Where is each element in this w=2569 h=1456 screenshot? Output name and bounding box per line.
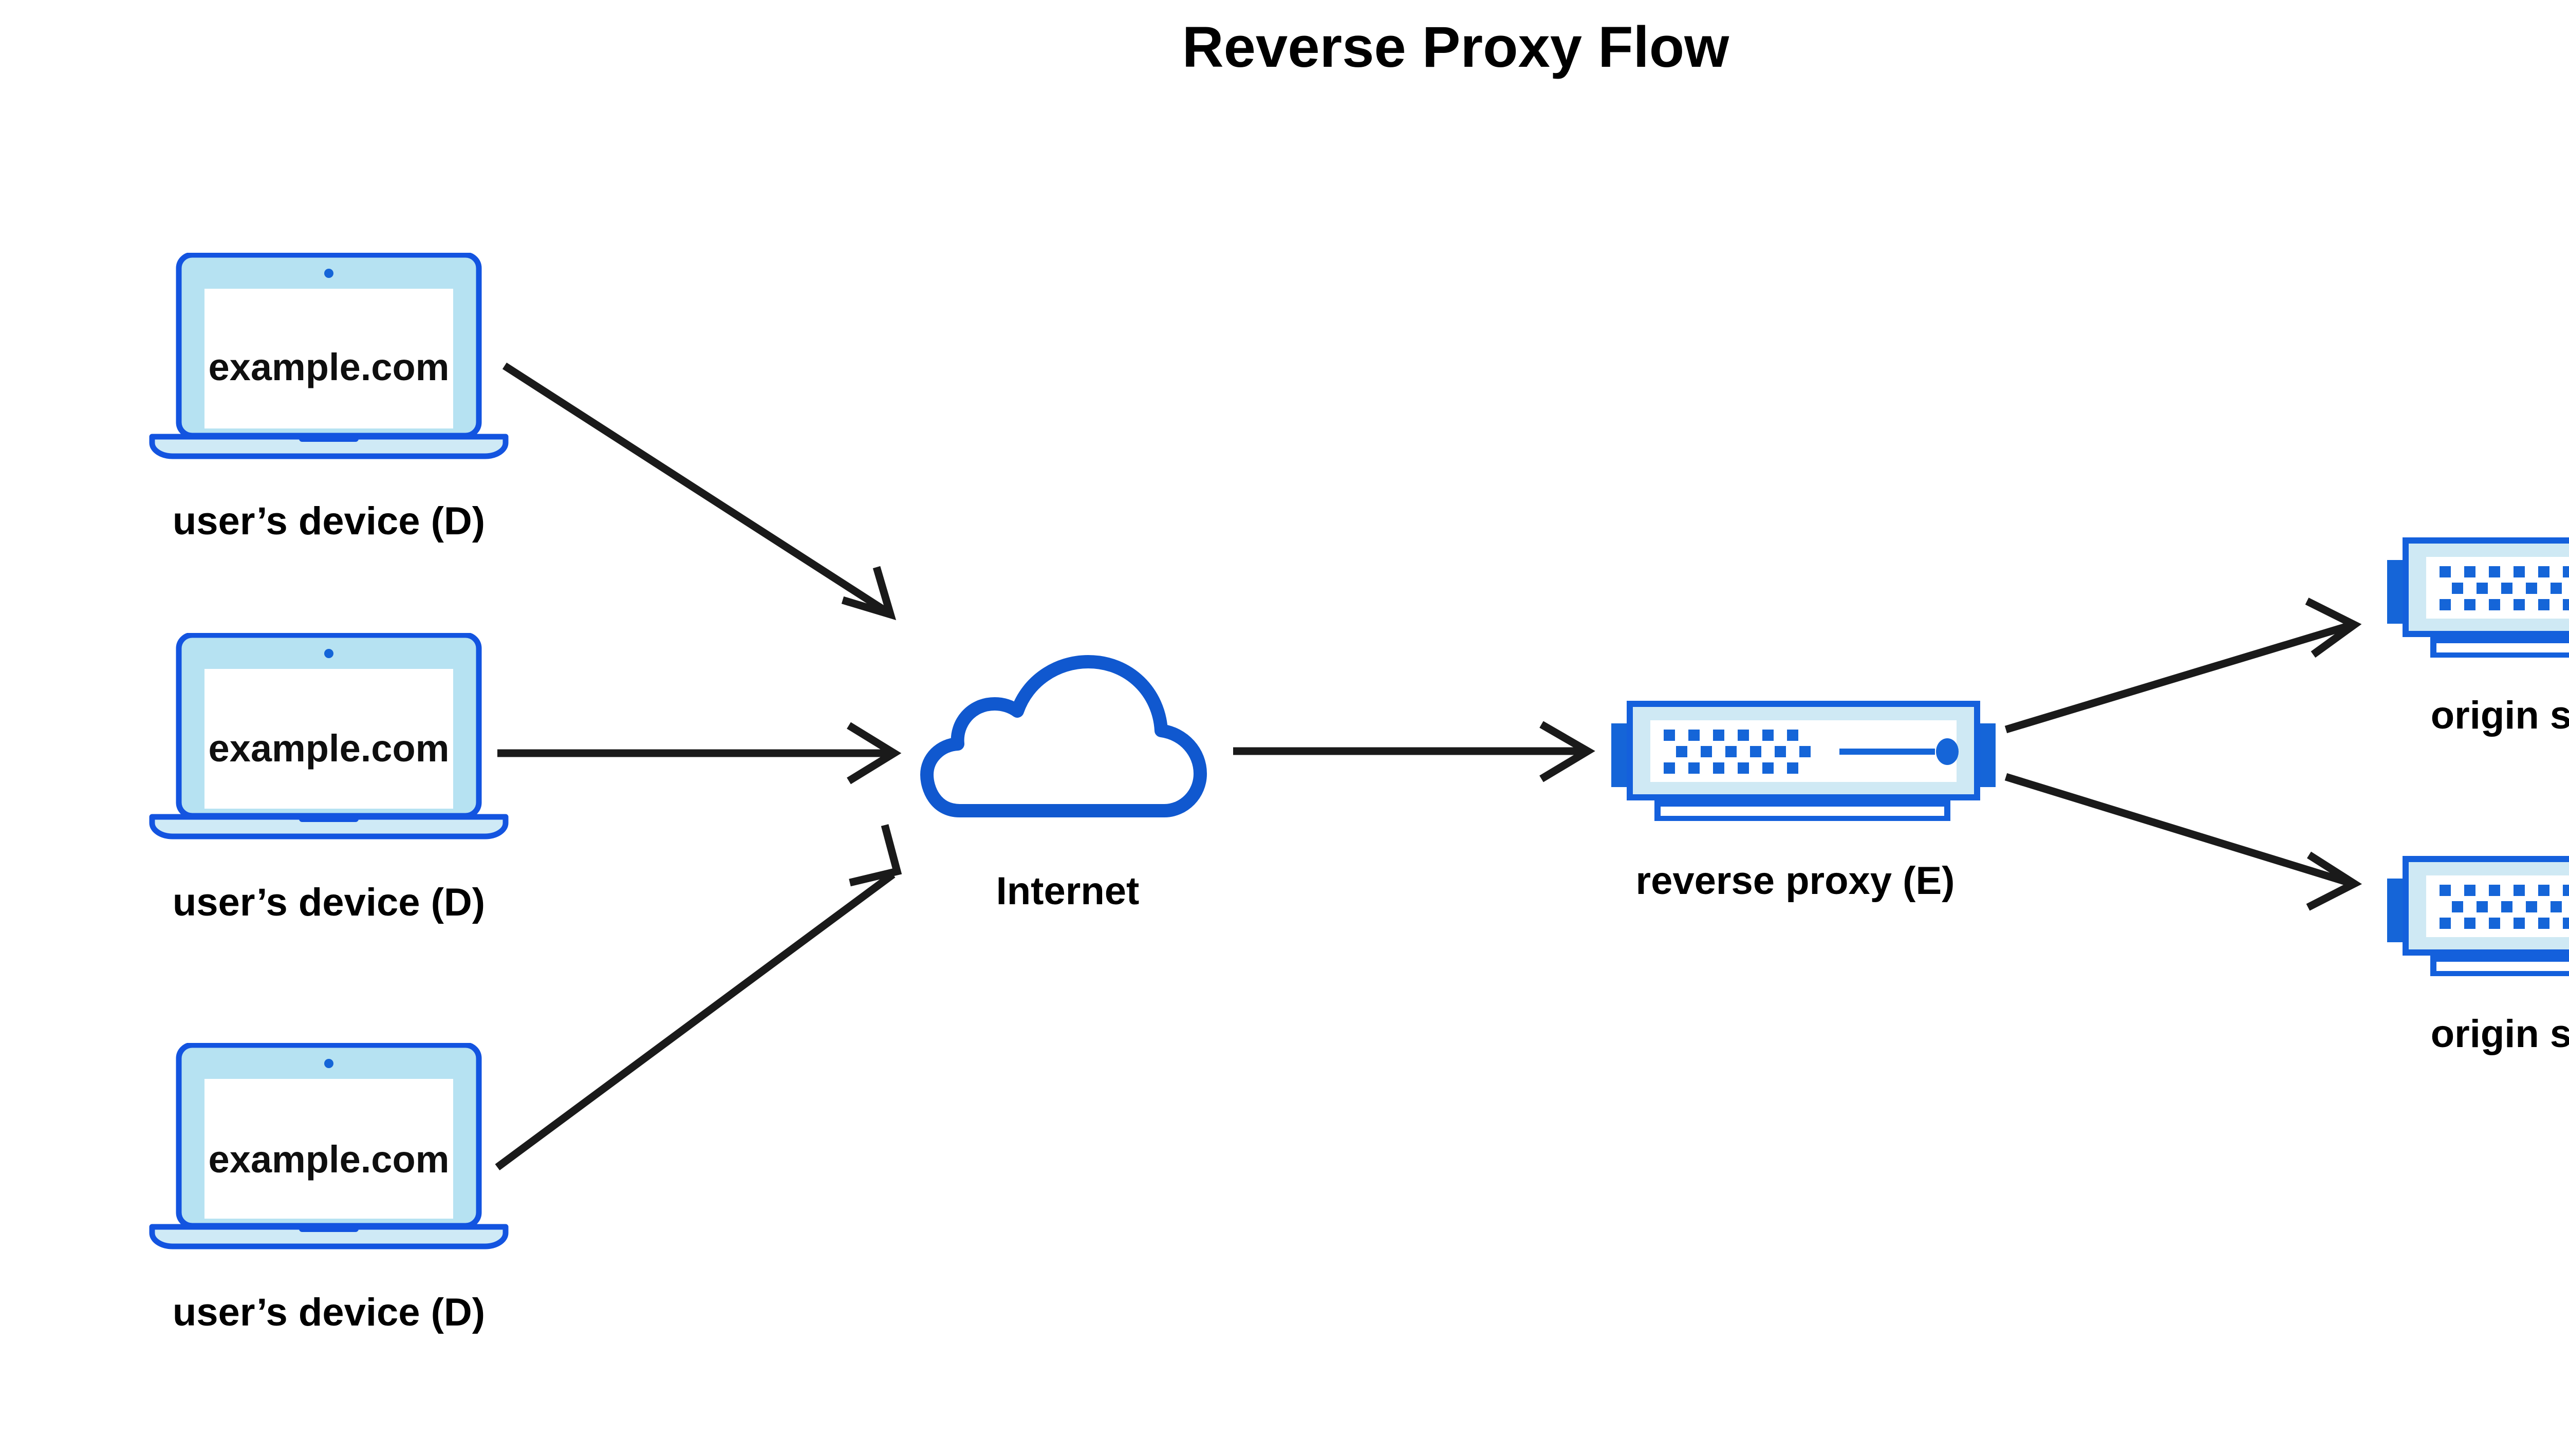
laptop-screen-text: example.com — [209, 727, 450, 770]
server-icon — [2387, 859, 2569, 974]
edge-proxy-to-origin-bottom — [2004, 773, 2362, 911]
page-title: Reverse Proxy Flow — [1182, 15, 1729, 79]
laptop-screen-text: example.com — [209, 346, 450, 388]
cloud-icon — [927, 662, 1200, 811]
node-device-middle[interactable]: example.com user’s device (D) — [152, 635, 506, 924]
node-device-bottom[interactable]: example.com user’s device (D) — [152, 1045, 506, 1334]
edge-cloud-to-proxy — [1233, 721, 1595, 782]
edge-device-bottom-to-cloud — [495, 824, 902, 1171]
edge-device-middle-to-cloud — [497, 722, 902, 785]
server-icon — [2387, 540, 2569, 656]
node-label-device-top: user’s device (D) — [173, 499, 485, 543]
node-label-origin-server-top: origin server (F) — [2431, 694, 2569, 737]
node-label-device-bottom: user’s device (D) — [173, 1291, 485, 1334]
laptop-screen-text: example.com — [209, 1138, 450, 1181]
edge-device-top-to-cloud — [502, 362, 897, 621]
node-origin-server-bottom[interactable]: origin server (F) — [2387, 859, 2569, 1056]
node-internet-cloud[interactable]: Internet — [927, 662, 1200, 913]
server-icon — [1611, 704, 1996, 819]
node-label-device-middle: user’s device (D) — [173, 881, 485, 924]
node-label-internet: Internet — [996, 869, 1140, 913]
node-origin-server-top[interactable]: origin server (F) — [2387, 540, 2569, 737]
node-label-reverse-proxy: reverse proxy (E) — [1636, 859, 1955, 903]
edge-proxy-to-origin-top — [2004, 598, 2362, 734]
node-device-top[interactable]: example.com user’s device (D) — [152, 255, 506, 543]
node-label-origin-server-bottom: origin server (F) — [2431, 1012, 2569, 1056]
edge-layer — [495, 362, 2362, 1171]
node-reverse-proxy[interactable]: reverse proxy (E) — [1611, 704, 1996, 903]
